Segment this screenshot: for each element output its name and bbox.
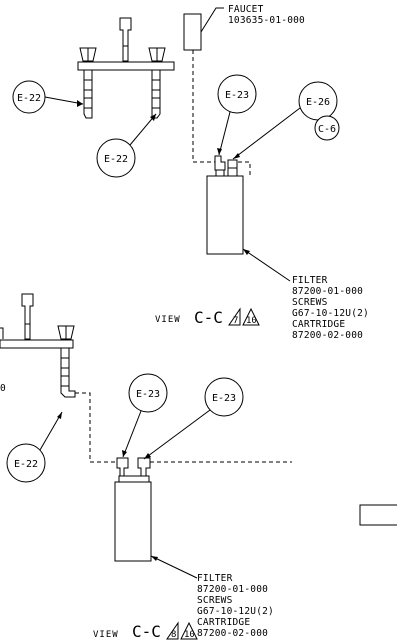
detail-box-right (359, 504, 397, 526)
rev-triangle-lower-a (166, 621, 179, 640)
faucet-note-title: FAUCET (228, 4, 264, 15)
view-label-lower: VIEW C-C 8 10 (93, 621, 198, 641)
rev-upper-a: 7 (233, 316, 238, 326)
lower-view: 0 E-23 E-23 E-22 FILTER 87200-01-000 (0, 293, 397, 641)
balloon-e23-upper-text: E-23 (225, 90, 249, 101)
note-lower-line-5: CARTRIDGE (197, 617, 250, 628)
tubing-upper-right (238, 161, 251, 176)
note-upper-line-6: 87200-02-000 (292, 330, 363, 341)
balloon-e23-upper (217, 74, 257, 114)
tubing-upper-left (192, 50, 216, 163)
rev-triangle-lower-b (180, 621, 198, 640)
balloon-e22-right-upper-text: E-22 (104, 154, 128, 165)
rev-triangle-upper-b (242, 307, 260, 326)
faucet-assembly-upper (77, 17, 175, 119)
note-upper-line-2: 87200-01-000 (292, 286, 363, 297)
view-label-upper-prefix: VIEW (155, 315, 181, 325)
faucet-spout-lower (21, 293, 34, 340)
rev-triangle-upper-a (228, 307, 241, 326)
balloon-e22-left-upper-text: E-22 (17, 93, 41, 104)
filter-leader-upper (242, 248, 291, 282)
balloon-c6-upper-text: C-6 (318, 124, 336, 135)
note-lower-line-6: 87200-02-000 (197, 628, 268, 639)
filter-notes-lower: FILTER 87200-01-000 SCREWS G67-10-12U(2)… (197, 573, 274, 639)
faucet-base-plate (77, 61, 175, 71)
balloon-e23-b-lower (204, 377, 244, 417)
side-mark: 0 (0, 383, 6, 394)
view-label-lower-cc: C-C (132, 622, 161, 641)
faucet-spout (119, 17, 132, 62)
faucet-right-shank-lower (60, 347, 70, 387)
note-lower-line-4: G67-10-12U(2) (197, 606, 274, 617)
fitting-elbow-upper (214, 155, 226, 171)
balloon-e23-b-lower-text: E-23 (212, 393, 236, 404)
faucet-note-part-no: 103635-01-000 (228, 15, 305, 26)
faucet-left-shank (83, 69, 93, 109)
faucet-right-shank (151, 69, 161, 109)
faucet-symbol-box (183, 13, 202, 51)
upper-view: FAUCET 103635-01-000 E-22 E-22 E-23 E-26… (12, 4, 369, 341)
note-lower-line-3: SCREWS (197, 595, 233, 606)
faucet-assembly-lower (0, 293, 76, 398)
note-upper-line-4: G67-10-12U(2) (292, 308, 369, 319)
faucet-base-plate-lower (0, 339, 74, 349)
rev-upper-b: 10 (246, 316, 257, 326)
rev-lower-a: 8 (171, 630, 176, 640)
balloon-e23-a-lower (128, 373, 168, 413)
balloon-e22-lower-text: E-22 (14, 459, 38, 470)
rev-lower-b: 10 (184, 630, 195, 640)
balloon-e23-a-lower-text: E-23 (136, 389, 160, 400)
balloon-e22-right-upper (96, 138, 136, 178)
balloon-e26-upper-text: E-26 (306, 97, 330, 108)
filter-leader-lower (150, 555, 198, 579)
filter-body-upper (206, 175, 244, 255)
tubing-lower-left (75, 392, 118, 463)
filter-body-lower (114, 481, 152, 562)
filter-notes-upper: FILTER 87200-01-000 SCREWS G67-10-12U(2)… (292, 275, 369, 341)
balloon-c6-upper (314, 115, 340, 141)
fitting-elbow-lower-left (116, 457, 129, 477)
view-label-lower-prefix: VIEW (93, 630, 119, 640)
note-upper-line-3: SCREWS (292, 297, 328, 308)
note-upper-line-5: CARTRIDGE (292, 319, 345, 330)
note-lower-line-2: 87200-01-000 (197, 584, 268, 595)
view-label-upper-cc: C-C (194, 308, 223, 327)
balloon-e22-lower (6, 443, 46, 483)
note-upper-line-1: FILTER (292, 275, 328, 286)
faucet-leader (200, 7, 224, 33)
fitting-elbow-lower-right (137, 457, 151, 477)
view-label-upper: VIEW C-C 7 10 (155, 307, 260, 327)
note-lower-line-1: FILTER (197, 573, 233, 584)
